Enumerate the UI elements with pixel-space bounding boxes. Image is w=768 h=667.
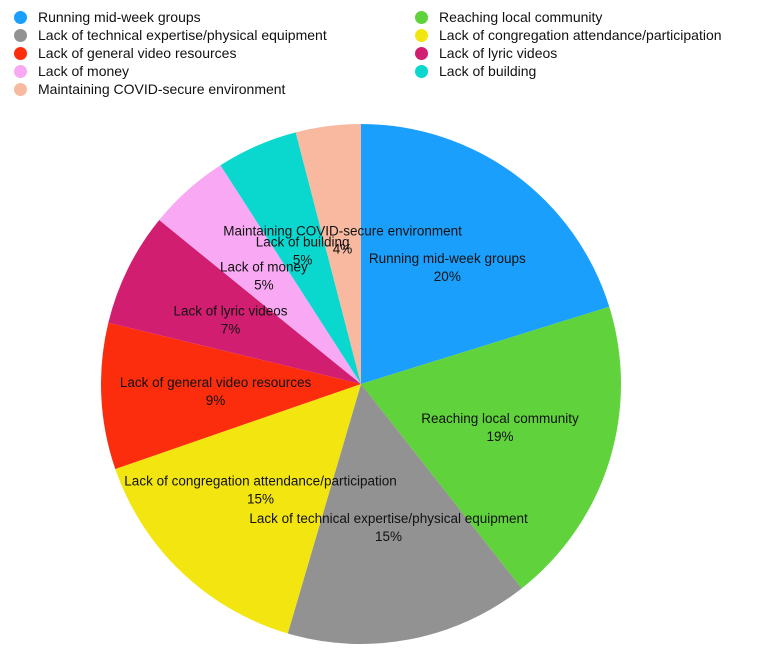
- legend-swatch: [415, 28, 428, 42]
- legend-label: Lack of general video resources: [38, 45, 237, 61]
- legend-item-lack-of-money: Lack of money: [14, 63, 129, 79]
- slice-percent-maintaining-covid-secure-environment: 4%: [333, 242, 353, 257]
- pie-slice-lack-of-general-video-resources: [101, 322, 362, 470]
- legend-label: Lack of money: [38, 63, 130, 79]
- legend-label: Lack of technical expertise/physical equ…: [38, 27, 327, 43]
- pie-slice-reaching-local-community: [361, 306, 621, 589]
- legend-label: Lack of congregation attendance/particip…: [439, 27, 722, 43]
- legend-label: Maintaining COVID-secure environment: [38, 81, 286, 97]
- legend-item-lack-of-technical-expertise-physical-equipment: Lack of technical expertise/physical equ…: [14, 27, 327, 43]
- pie-slice-lack-of-building: [220, 132, 361, 384]
- slice-percent-lack-of-technical-expertise-physical-equipment: 15%: [375, 529, 402, 544]
- legend-item-lack-of-building: Lack of building: [415, 63, 536, 79]
- legend-swatch: [14, 82, 27, 96]
- slice-label-running-mid-week-groups: Running mid-week groups: [369, 251, 526, 266]
- pie-slices: [101, 124, 621, 644]
- legend-label: Lack of building: [439, 63, 537, 79]
- legend-swatch: [415, 10, 428, 24]
- legend-item-running-mid-week-groups: Running mid-week groups: [14, 9, 201, 25]
- legend-swatch: [14, 46, 27, 60]
- pie-slice-lack-of-technical-expertise-physical-equipment: [287, 384, 522, 644]
- slice-label-lack-of-lyric-videos: Lack of lyric videos: [174, 303, 288, 318]
- slice-label-lack-of-technical-expertise-physical-equipment: Lack of technical expertise/physical equ…: [249, 511, 528, 526]
- slice-label-lack-of-building: Lack of building: [256, 235, 350, 250]
- pie-slice-maintaining-covid-secure-environment: [295, 124, 361, 384]
- pie-slice-running-mid-week-groups: [361, 124, 610, 384]
- legend-swatch: [14, 10, 27, 24]
- legend-item-maintaining-covid-secure-environment: Maintaining COVID-secure environment: [14, 81, 285, 97]
- slice-label-lack-of-general-video-resources: Lack of general video resources: [120, 375, 312, 390]
- slice-label-maintaining-covid-secure-environment: Maintaining COVID-secure environment: [223, 224, 462, 239]
- legend-item-lack-of-general-video-resources: Lack of general video resources: [14, 45, 236, 61]
- legend-swatch: [415, 64, 428, 78]
- pie-slice-lack-of-money: [159, 165, 361, 384]
- slice-label-lack-of-congregation-attendance-participation: Lack of congregation attendance/particip…: [124, 473, 396, 488]
- legend-label: Running mid-week groups: [38, 9, 201, 25]
- legend-swatch: [415, 46, 428, 60]
- slice-percent-lack-of-money: 5%: [254, 277, 274, 292]
- slice-percent-lack-of-general-video-resources: 9%: [206, 393, 226, 408]
- legend-swatch: [14, 64, 27, 78]
- legend-swatch: [14, 28, 27, 42]
- slice-label-lack-of-money: Lack of money: [220, 259, 308, 274]
- slice-percent-lack-of-congregation-attendance-participation: 15%: [247, 491, 274, 506]
- legend-label: Reaching local community: [439, 9, 603, 25]
- slice-percent-lack-of-lyric-videos: 7%: [221, 321, 241, 336]
- slice-percent-reaching-local-community: 19%: [487, 429, 514, 444]
- pie-slice-lack-of-congregation-attendance-participation: [115, 384, 361, 634]
- slice-percent-lack-of-building: 5%: [293, 253, 313, 268]
- pie-slice-lack-of-lyric-videos: [108, 220, 361, 384]
- legend-item-lack-of-congregation-attendance-participation: Lack of congregation attendance/particip…: [415, 27, 722, 43]
- legend-item-reaching-local-community: Reaching local community: [415, 9, 602, 25]
- legend-label: Lack of lyric videos: [439, 45, 558, 61]
- slice-label-reaching-local-community: Reaching local community: [421, 411, 579, 426]
- pie-slice-labels: Running mid-week groups 20% Reaching local…: [120, 224, 579, 544]
- legend-item-lack-of-lyric-videos: Lack of lyric videos: [415, 45, 557, 61]
- slice-percent-running-mid-week-groups: 20%: [434, 269, 461, 284]
